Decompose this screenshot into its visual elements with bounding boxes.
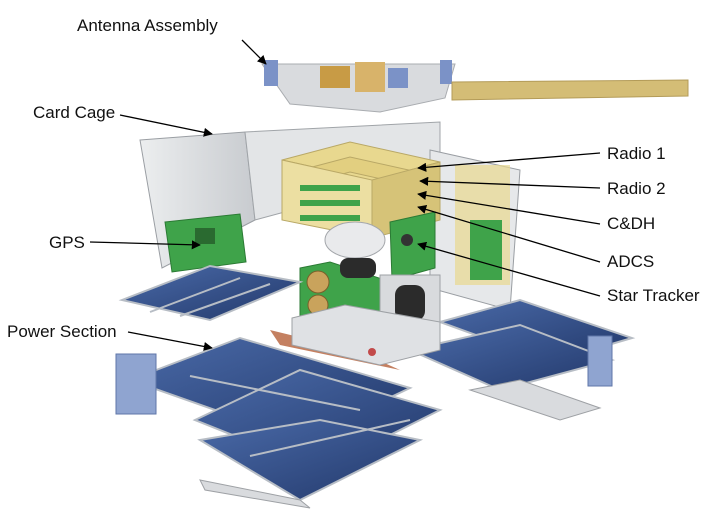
label-cdh: C&DH <box>607 214 656 233</box>
leader-adcs <box>417 205 601 263</box>
leader-star-tracker <box>417 241 601 297</box>
leader-cardcage <box>119 114 213 137</box>
leader-cdh <box>417 190 601 225</box>
label-adcs: ADCS <box>607 252 655 271</box>
central-frame <box>291 304 441 366</box>
leader-antenna <box>241 39 267 65</box>
label-radio-1: Radio 1 <box>607 144 666 163</box>
leader-gps <box>89 240 201 250</box>
solar-panels-left <box>118 264 304 322</box>
adcs-board <box>389 211 436 281</box>
leader-radio2 <box>419 176 601 189</box>
solar-panels-right <box>406 298 636 421</box>
label-radio-2: Radio 2 <box>607 179 666 198</box>
leader-lines <box>89 39 601 351</box>
gps-board <box>164 213 247 273</box>
label-star-tracker: Star Tracker <box>607 286 700 305</box>
leader-power <box>127 331 213 351</box>
label-antenna-assembly: Antenna Assembly <box>77 16 218 35</box>
board-stack <box>281 141 441 239</box>
label-gps: GPS <box>49 233 85 252</box>
label-power-section: Power Section <box>7 322 117 341</box>
power-section-panels <box>115 330 443 509</box>
leader-radio1 <box>417 152 601 172</box>
label-card-cage: Card Cage <box>33 103 116 122</box>
antenna-assembly-part <box>261 60 689 113</box>
